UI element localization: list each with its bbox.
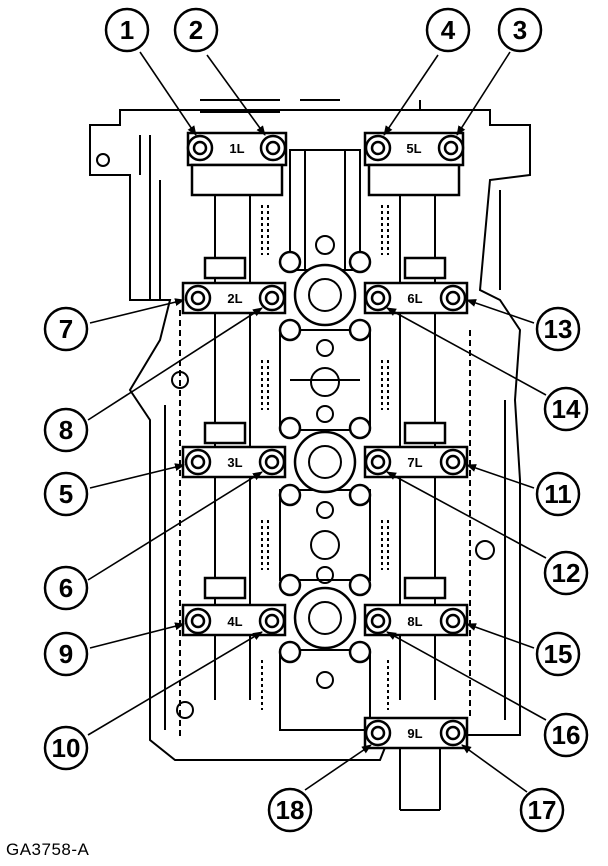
callout-3: 3 — [497, 7, 543, 53]
cap-label-4L: 4L — [227, 614, 242, 629]
cap-label-1L: 1L — [229, 141, 244, 156]
callout-12: 12 — [543, 550, 589, 596]
bolt-14 — [364, 284, 392, 312]
svg-text:10: 10 — [52, 733, 81, 763]
callout-17: 17 — [519, 787, 565, 833]
callout-13: 13 — [535, 306, 581, 352]
cap-label-9L: 9L — [407, 726, 422, 741]
bolt-13 — [439, 284, 467, 312]
cap-label-3L: 3L — [227, 455, 242, 470]
spark-plug-wells — [278, 250, 372, 664]
svg-text:8: 8 — [59, 415, 73, 445]
cap-label-2L: 2L — [227, 291, 242, 306]
bolt-12 — [364, 448, 392, 476]
callout-7: 7 — [43, 306, 89, 352]
bolt-3 — [437, 134, 465, 162]
plug-well-1 — [278, 250, 372, 342]
callouts: 1 2 3 4 5 6 7 8 9 10 11 12 13 14 15 16 1… — [43, 7, 589, 833]
plug-well-3 — [278, 573, 372, 664]
leader-lines — [87, 51, 547, 793]
cap-label-8L: 8L — [407, 614, 422, 629]
callout-11: 11 — [535, 471, 581, 517]
callout-18: 18 — [267, 787, 313, 833]
svg-text:16: 16 — [552, 720, 581, 750]
svg-text:17: 17 — [528, 795, 557, 825]
callout-15: 15 — [535, 631, 581, 677]
cap-labels: 1L 5L 2L 6L 3L 7L 4L 8L 9L — [227, 141, 422, 741]
bolt-18 — [364, 719, 392, 747]
bolt-1 — [186, 134, 214, 162]
callout-16: 16 — [543, 712, 589, 758]
svg-text:11: 11 — [544, 479, 572, 509]
bolt-4 — [364, 134, 392, 162]
callout-14: 14 — [543, 386, 589, 432]
svg-text:6: 6 — [59, 573, 73, 603]
callout-10: 10 — [43, 725, 89, 771]
cap-label-7L: 7L — [407, 455, 422, 470]
svg-text:18: 18 — [276, 795, 305, 825]
svg-text:12: 12 — [552, 558, 581, 588]
bolt-2 — [259, 134, 287, 162]
bolt-6 — [258, 448, 286, 476]
callout-4: 4 — [425, 7, 471, 53]
cap-bolts — [184, 134, 467, 747]
bolt-17 — [439, 719, 467, 747]
bolt-9 — [184, 607, 212, 635]
callout-8: 8 — [43, 407, 89, 453]
svg-text:15: 15 — [544, 639, 573, 669]
bolt-5 — [184, 448, 212, 476]
bolt-11 — [439, 448, 467, 476]
svg-text:2: 2 — [189, 15, 203, 45]
cap-label-5L: 5L — [406, 141, 421, 156]
bolt-15 — [439, 607, 467, 635]
cap-label-6L: 6L — [407, 291, 422, 306]
svg-text:13: 13 — [544, 314, 573, 344]
bolt-8 — [258, 284, 286, 312]
svg-text:4: 4 — [441, 15, 456, 45]
bolt-16 — [364, 607, 392, 635]
plug-well-2 — [278, 416, 372, 507]
bolt-10 — [258, 607, 286, 635]
svg-text:5: 5 — [59, 479, 73, 509]
svg-text:7: 7 — [59, 314, 73, 344]
callout-5: 5 — [43, 471, 89, 517]
svg-text:1: 1 — [120, 15, 134, 45]
callout-2: 2 — [173, 7, 219, 53]
svg-text:3: 3 — [513, 15, 527, 45]
svg-text:14: 14 — [552, 394, 581, 424]
svg-text:9: 9 — [59, 639, 73, 669]
callout-6: 6 — [43, 565, 89, 611]
figure-id: GA3758-A — [6, 840, 90, 859]
bolt-7 — [184, 284, 212, 312]
callout-9: 9 — [43, 631, 89, 677]
callout-1: 1 — [104, 7, 150, 53]
